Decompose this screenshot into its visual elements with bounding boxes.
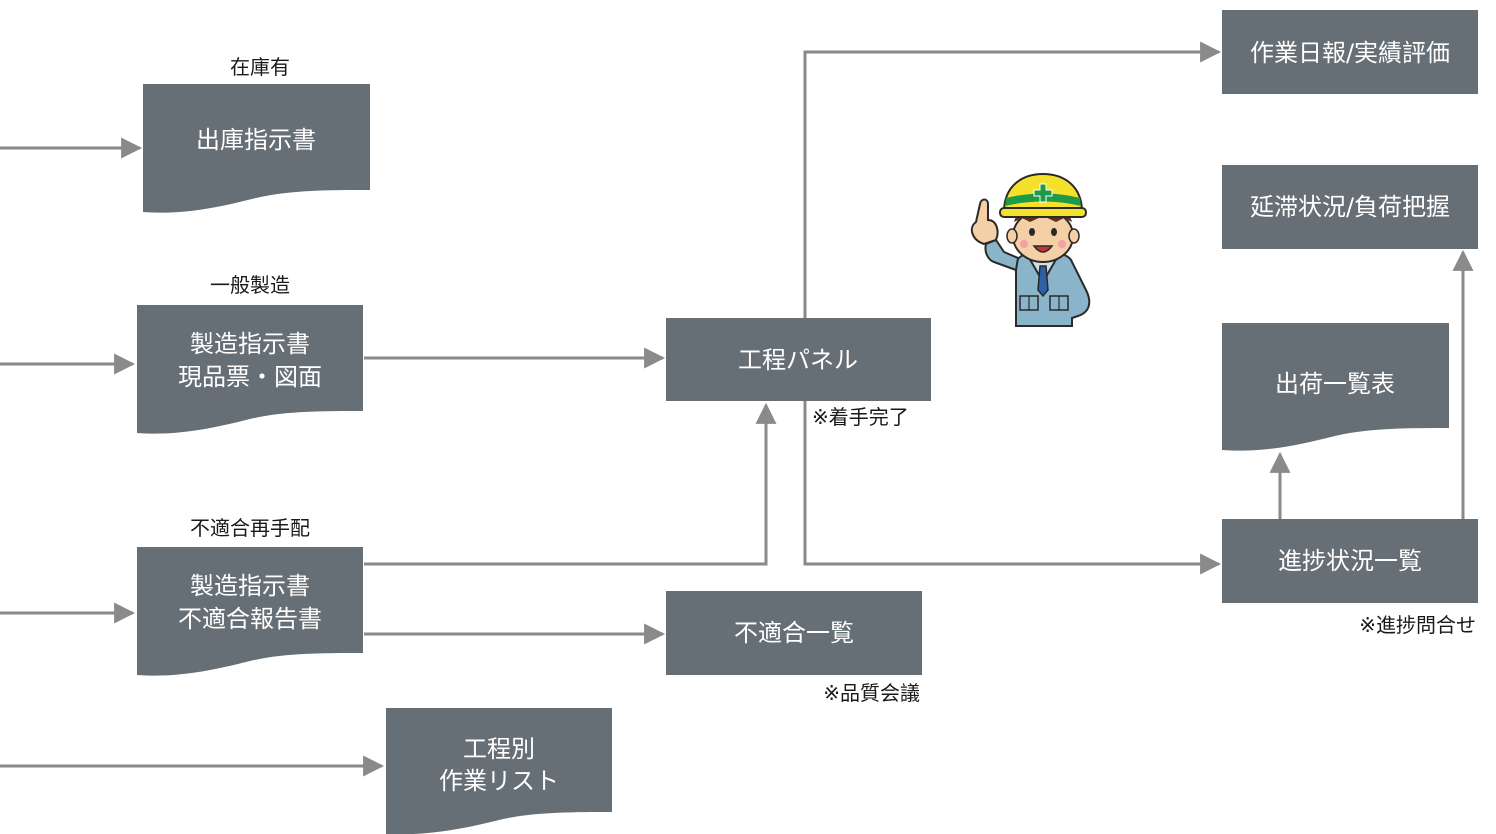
rework-label: 不適合再手配	[190, 516, 310, 540]
process-worklist-line2: 作業リスト	[439, 767, 559, 795]
shipping-list-box: 出荷一覧表	[1222, 323, 1449, 451]
progress-inquiry-note: ※進捗問合せ	[1359, 613, 1476, 637]
progress-list-box: 進捗状況一覧	[1222, 519, 1478, 603]
manufacturing-instruction-line1: 製造指示書	[190, 330, 310, 358]
manufacturing-instruction-box: 製造指示書 現品票・図面	[137, 305, 363, 434]
process-worklist-line1: 工程別	[463, 735, 535, 763]
worker-pointing-icon	[970, 172, 1091, 327]
shipping-instruction-box: 出庫指示書	[143, 84, 370, 213]
shipping-instruction-text: 出庫指示書	[196, 126, 316, 154]
nonconformance-list-box: 不適合一覧	[666, 591, 922, 675]
progress-list-text: 進捗状況一覧	[1278, 547, 1422, 575]
general-label: 一般製造	[210, 273, 290, 297]
daily-report-text: 作業日報/実績評価	[1250, 39, 1450, 67]
process-panel-text: 工程パネル	[738, 346, 858, 374]
process-worklist-box: 工程別 作業リスト	[386, 708, 612, 834]
nonconformance-docs-line1: 製造指示書	[190, 572, 310, 600]
quality-meeting-note: ※品質会議	[823, 681, 920, 705]
nonconformance-docs-line2: 不適合報告書	[178, 605, 322, 633]
arrow-panel-to-daily-report	[803, 41, 1222, 318]
nonconformance-list-text: 不適合一覧	[734, 619, 854, 647]
arrow-rework-to-panel	[364, 402, 777, 566]
start-finish-note: ※着手完了	[812, 405, 909, 429]
stock-label: 在庫有	[230, 55, 290, 79]
daily-report-box: 作業日報/実績評価	[1222, 10, 1478, 94]
arrow-panel-to-progress-list	[803, 401, 1222, 575]
delay-status-box: 延滞状況/負荷把握	[1222, 165, 1478, 249]
nonconformance-docs-box: 製造指示書 不適合報告書	[137, 547, 363, 676]
process-panel-box: 工程パネル	[666, 318, 931, 401]
delay-status-text: 延滞状況/負荷把握	[1250, 193, 1450, 221]
manufacturing-instruction-line2: 現品票・図面	[178, 363, 322, 391]
shipping-list-text: 出荷一覧表	[1275, 370, 1395, 398]
